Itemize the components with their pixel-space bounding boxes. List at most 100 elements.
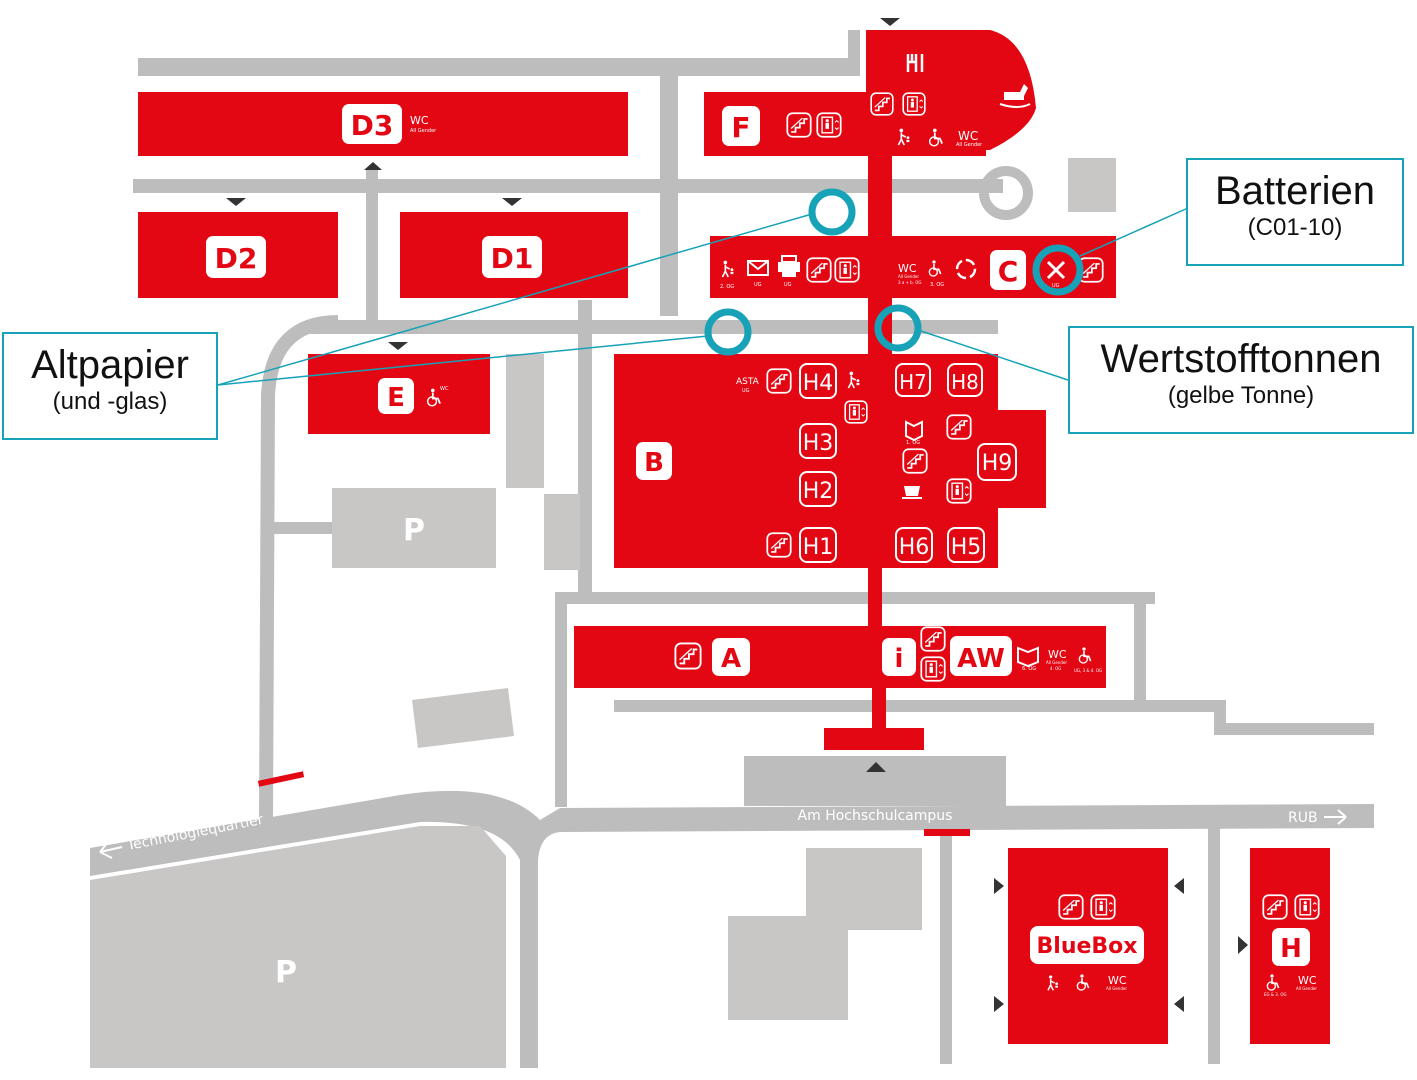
callout-altpapier: Altpapier (und -glas): [2, 332, 218, 440]
hall-h7[interactable]: [895, 363, 931, 397]
svg-text:H6: H6: [899, 535, 930, 560]
svg-text:WC: WC: [410, 114, 429, 127]
callout-batterien: Batterien (C01-10): [1186, 158, 1404, 266]
svg-text:BlueBox: BlueBox: [1037, 934, 1138, 959]
wc-label: WC: [898, 262, 917, 275]
building-label-e[interactable]: E: [378, 378, 414, 414]
hall-h3[interactable]: [799, 423, 837, 459]
parking-label: P: [275, 955, 297, 990]
hall-h5[interactable]: [947, 527, 985, 563]
wc-label: WC: [1048, 648, 1067, 661]
mail-icon: UG: [747, 260, 769, 288]
svg-text:D1: D1: [491, 242, 534, 275]
hall-h1[interactable]: [799, 527, 837, 563]
svg-text:H8: H8: [951, 370, 979, 394]
svg-text:H5: H5: [951, 535, 982, 560]
building-label-c[interactable]: C: [990, 250, 1026, 290]
info-point[interactable]: i: [882, 638, 916, 676]
building-label-d3[interactable]: D3 WC All Gender: [342, 104, 437, 144]
lecture-hall-texts: H4 H3 H2 H1 H7 H8 H9 H6 H5: [803, 370, 1013, 560]
road-label-rub: RUB: [1288, 809, 1347, 826]
svg-text:All Gender: All Gender: [1046, 660, 1067, 665]
svg-text:4. OG: 4. OG: [1050, 666, 1061, 671]
svg-text:UG: UG: [742, 388, 750, 394]
svg-text:UG: UG: [754, 282, 762, 288]
hall-h8[interactable]: [947, 363, 983, 397]
marker-batterien[interactable]: [1032, 244, 1084, 296]
svg-text:All Gender: All Gender: [1296, 986, 1317, 991]
svg-text:1. OG: 1. OG: [906, 440, 920, 446]
svg-text:3 a + b. OG: 3 a + b. OG: [898, 280, 922, 285]
coffee-icon: [902, 486, 922, 499]
building-label-h[interactable]: H: [1272, 928, 1310, 966]
asta-label: ASTA: [736, 377, 760, 387]
wc-label: WC: [958, 129, 978, 143]
svg-text:H9: H9: [982, 451, 1013, 476]
svg-text:F: F: [731, 111, 750, 144]
svg-text:All Gender: All Gender: [410, 128, 437, 134]
building-label-d2[interactable]: D2: [206, 236, 266, 278]
entrance-markers: [226, 18, 1248, 1012]
building-label-bluebox[interactable]: BlueBox: [1030, 926, 1144, 964]
callout-title: Batterien: [1214, 169, 1376, 213]
parking-label: P: [403, 513, 425, 548]
svg-text:EG & 3. OG: EG & 3. OG: [1264, 992, 1287, 997]
svg-text:6. OG: 6. OG: [1022, 666, 1036, 672]
hall-h4[interactable]: [799, 363, 837, 399]
road-network: [90, 30, 1374, 1068]
printer-icon: UG: [778, 255, 800, 288]
svg-text:B: B: [644, 448, 664, 478]
svg-text:H7: H7: [899, 370, 927, 394]
marker-altpapier-c[interactable]: [808, 188, 856, 236]
building-label-d1[interactable]: D1: [482, 236, 542, 278]
callout-subtitle: (und -glas): [52, 388, 168, 415]
parking-areas: [90, 158, 1116, 1068]
svg-text:UG: UG: [1052, 283, 1060, 289]
svg-text:AW: AW: [957, 644, 1005, 674]
rocking-horse-icon: [999, 84, 1031, 108]
svg-text:D3: D3: [351, 109, 394, 142]
hall-h2[interactable]: [799, 471, 837, 507]
book-icon: 6. OG: [1017, 646, 1039, 672]
svg-text:H1: H1: [803, 535, 834, 560]
wc-label: WC: [1298, 974, 1317, 987]
callout-wertstofftonnen: Wertstofftonnen (gelbe Tonne): [1068, 326, 1414, 434]
svg-text:E: E: [387, 383, 405, 413]
svg-text:i: i: [895, 644, 904, 674]
svg-text:A: A: [721, 644, 741, 674]
svg-text:D2: D2: [215, 242, 258, 275]
callout-subtitle: (gelbe Tonne): [1167, 382, 1315, 409]
restaurant-icon: [906, 54, 924, 72]
svg-text:C: C: [998, 255, 1019, 288]
building-label-aw[interactable]: AW: [950, 636, 1012, 676]
svg-text:RUB: RUB: [1288, 810, 1318, 826]
svg-text:All Gender: All Gender: [898, 274, 919, 279]
floor-text: 2. OG: [720, 284, 734, 290]
svg-text:H3: H3: [803, 431, 834, 456]
svg-text:H4: H4: [803, 371, 834, 396]
marker-wertstoff[interactable]: [874, 304, 922, 352]
building-label-b[interactable]: B: [636, 442, 672, 480]
recycle-icon: [955, 258, 977, 280]
svg-text:H2: H2: [803, 479, 834, 504]
svg-text:UG, 3 & 4. OG: UG, 3 & 4. OG: [1074, 668, 1102, 673]
wc-all-gender: All Gender: [956, 142, 983, 148]
callout-markers: [217, 188, 1189, 386]
hall-h9[interactable]: [977, 443, 1017, 481]
book-icon: 1. OG: [905, 420, 923, 446]
building-label-f[interactable]: F: [722, 106, 760, 146]
building-label-a[interactable]: A: [712, 638, 750, 676]
wc-label: WC: [1108, 974, 1127, 987]
svg-text:WC: WC: [440, 386, 449, 392]
callout-subtitle: (C01-10): [1247, 214, 1343, 241]
callout-title: Altpapier: [31, 343, 189, 387]
svg-text:UG: UG: [784, 282, 792, 288]
callout-title: Wertstofftonnen: [1100, 337, 1382, 381]
buildings: [138, 30, 1330, 1044]
marker-altpapier-b[interactable]: [704, 308, 752, 356]
hall-h6[interactable]: [895, 527, 933, 563]
road-label-am-hochschulcampus: Am Hochschulcampus: [798, 808, 953, 824]
svg-text:H: H: [1280, 934, 1302, 964]
lecture-hall-labels: [799, 363, 1017, 563]
